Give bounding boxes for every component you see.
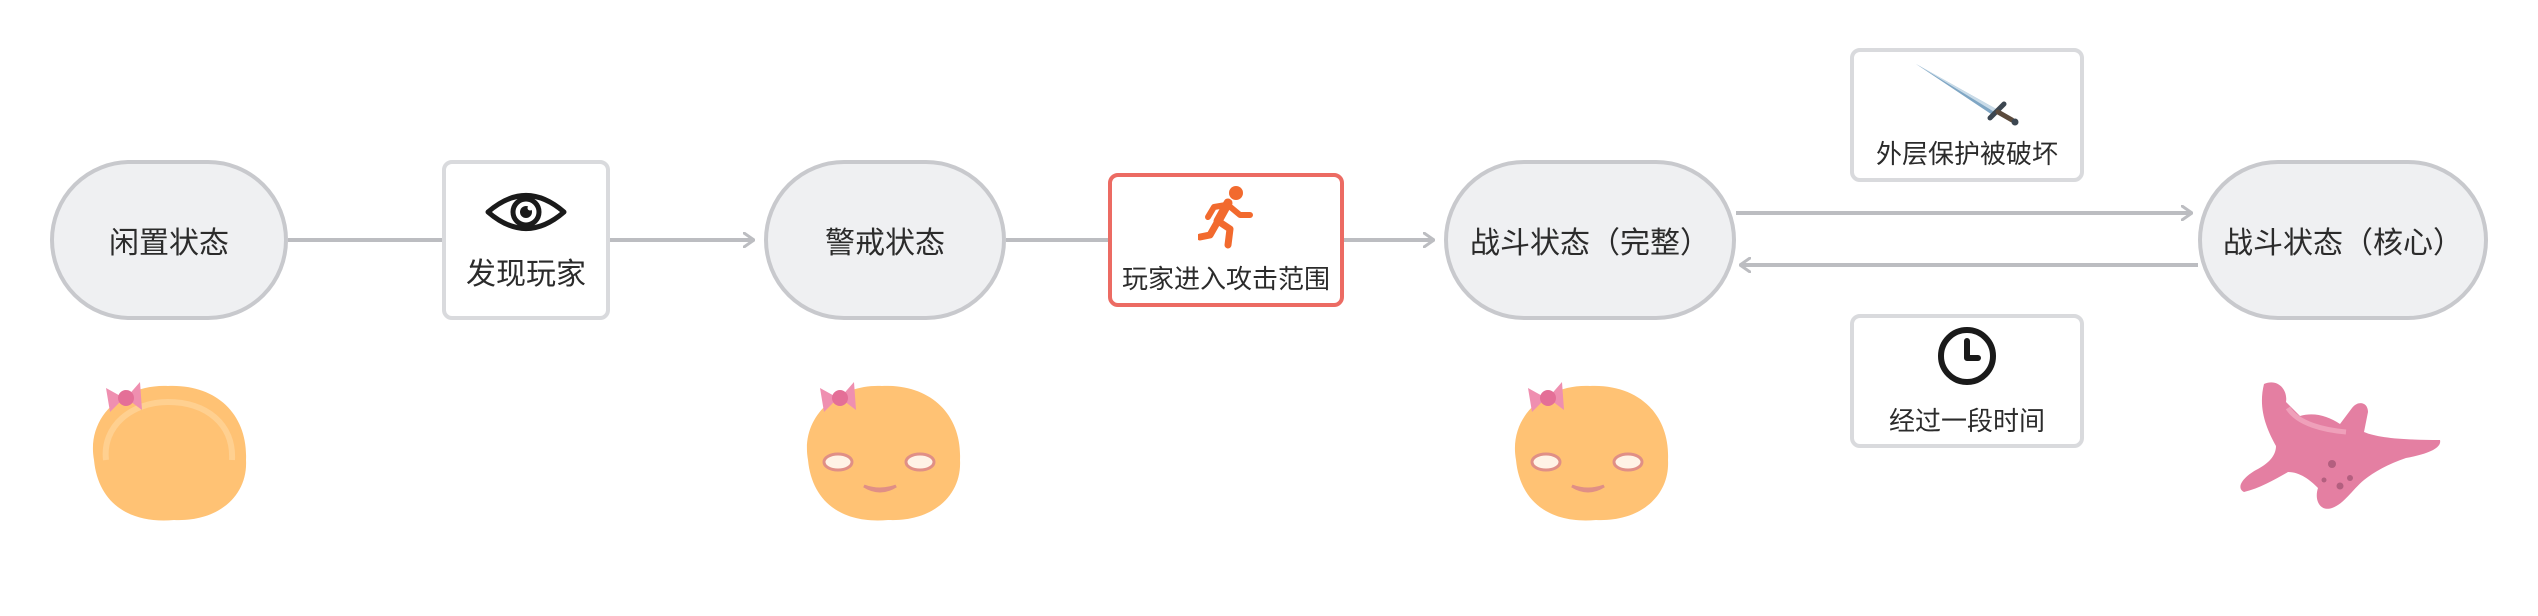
clock-icon [1938, 326, 1996, 385]
condition-player-in-range-label: 玩家进入攻击范围 [1121, 264, 1330, 295]
state-combat-full-label: 战斗状态（完整） [1470, 226, 1710, 261]
condition-detect-player-label: 发现玩家 [466, 257, 586, 292]
combat-core-monster-sprite [2240, 382, 2441, 509]
state-combat-core: 战斗状态（核心） [2198, 160, 2488, 320]
condition-time-passes-label: 经过一段时间 [1888, 406, 2045, 437]
condition-detect-player: 发现玩家 [442, 160, 610, 320]
state-combat-full: 战斗状态（完整） [1444, 160, 1736, 320]
state-combat-core-label: 战斗状态（核心） [2223, 226, 2463, 261]
idle-monster-sprite [92, 382, 247, 521]
eye-icon [485, 193, 567, 231]
sword-icon [1916, 63, 2019, 125]
alert-monster-sprite [806, 382, 961, 521]
condition-shield-broken-label: 外层保护被破坏 [1875, 139, 2058, 170]
condition-player-in-range: 玩家进入攻击范围 [1108, 173, 1344, 307]
state-alert-label: 警戒状态 [825, 226, 945, 261]
condition-time-passes: 经过一段时间 [1850, 314, 2084, 448]
state-alert: 警戒状态 [764, 160, 1006, 320]
condition-shield-broken: 外层保护被破坏 [1850, 48, 2084, 182]
running-person-icon [1198, 185, 1253, 248]
state-idle: 闲置状态 [50, 160, 288, 320]
state-idle-label: 闲置状态 [109, 226, 229, 261]
combat-full-monster-sprite [1514, 382, 1669, 521]
